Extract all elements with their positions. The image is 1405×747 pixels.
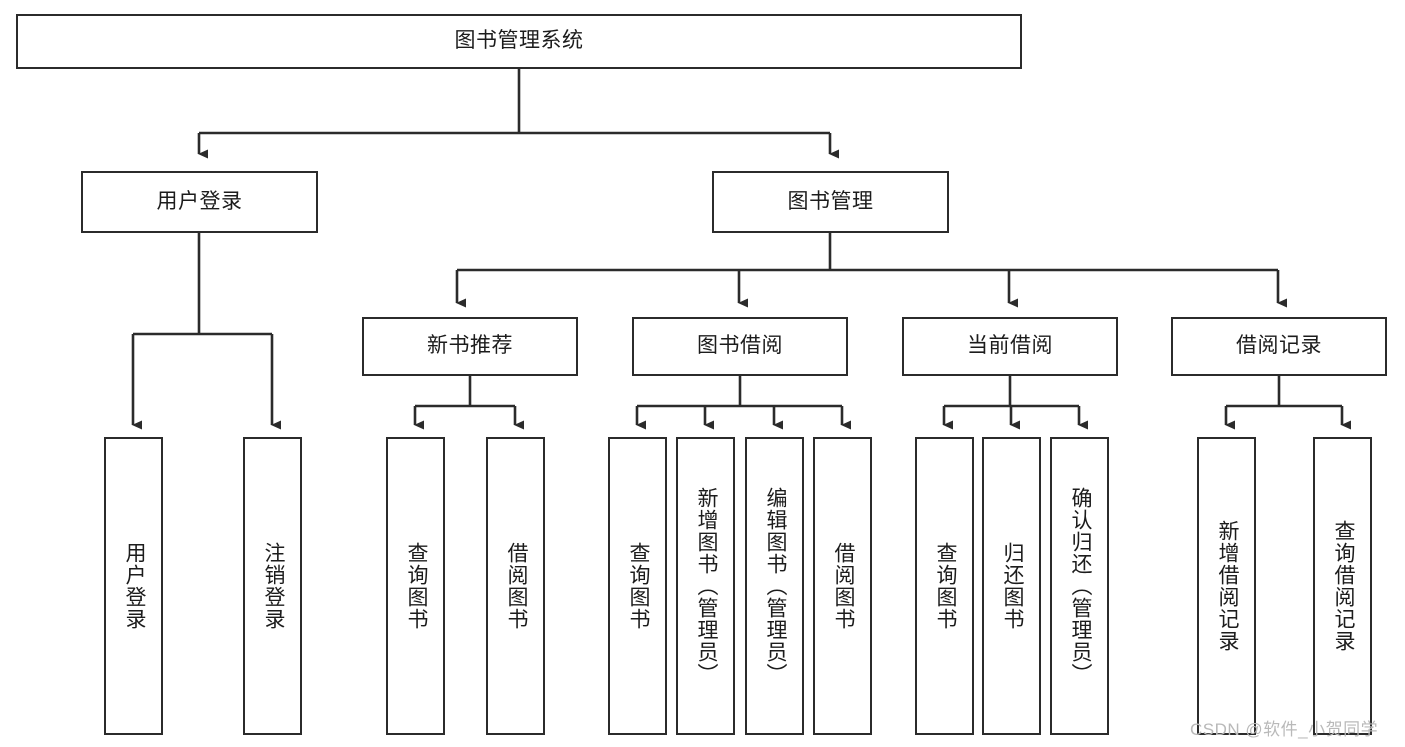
leaf-borrow-record-query-record[interactable]: 查询借阅记录: [1313, 437, 1372, 735]
leaf-user-login-logout[interactable]: 注销登录: [243, 437, 302, 735]
node-current-borrow[interactable]: 当前借阅: [902, 317, 1118, 376]
node-label: 新书推荐: [427, 334, 513, 358]
node-label: 查询图书: [626, 542, 650, 630]
node-label: 图书借阅: [697, 334, 783, 358]
leaf-user-login-login[interactable]: 用户登录: [104, 437, 163, 735]
node-label: 新增借阅记录: [1215, 520, 1239, 652]
node-label: 用户登录: [156, 189, 243, 213]
leaf-current-borrow-query-book[interactable]: 查询图书: [915, 437, 974, 735]
node-label: 确认归还（管理员）: [1068, 487, 1092, 685]
node-label: 用户登录: [122, 542, 146, 630]
leaf-new-book-query-book[interactable]: 查询图书: [386, 437, 445, 735]
node-borrow-record[interactable]: 借阅记录: [1171, 317, 1387, 376]
node-label: 图书管理系统: [454, 29, 584, 53]
node-label: 查询借阅记录: [1331, 520, 1355, 652]
node-book-borrow[interactable]: 图书借阅: [632, 317, 848, 376]
leaf-book-borrow-edit-book-admin[interactable]: 编辑图书（管理员）: [745, 437, 804, 735]
node-root-book-management-system[interactable]: 图书管理系统: [16, 14, 1022, 69]
node-label: 借阅记录: [1236, 334, 1322, 358]
node-label: 归还图书: [1000, 542, 1024, 630]
leaf-book-borrow-add-book-admin[interactable]: 新增图书（管理员）: [676, 437, 735, 735]
leaf-book-borrow-borrow-book[interactable]: 借阅图书: [813, 437, 872, 735]
leaf-current-borrow-confirm-return-admin[interactable]: 确认归还（管理员）: [1050, 437, 1109, 735]
node-label: 借阅图书: [831, 542, 855, 630]
node-label: 图书管理: [787, 189, 874, 213]
leaf-book-borrow-query-book[interactable]: 查询图书: [608, 437, 667, 735]
node-new-book-recommend[interactable]: 新书推荐: [362, 317, 578, 376]
leaf-borrow-record-add-record[interactable]: 新增借阅记录: [1197, 437, 1256, 735]
leaf-current-borrow-return-book[interactable]: 归还图书: [982, 437, 1041, 735]
csdn-watermark: CSDN @软件_小贺同学: [1190, 720, 1379, 739]
node-label: 借阅图书: [504, 542, 528, 630]
leaf-new-book-borrow-book[interactable]: 借阅图书: [486, 437, 545, 735]
node-user-login[interactable]: 用户登录: [81, 171, 318, 233]
node-label: 当前借阅: [967, 334, 1053, 358]
node-label: 查询图书: [404, 542, 428, 630]
node-label: 查询图书: [933, 542, 957, 630]
node-book-management[interactable]: 图书管理: [712, 171, 949, 233]
node-label: 注销登录: [261, 542, 285, 630]
node-label: 新增图书（管理员）: [694, 487, 718, 685]
node-label: 编辑图书（管理员）: [763, 487, 787, 685]
